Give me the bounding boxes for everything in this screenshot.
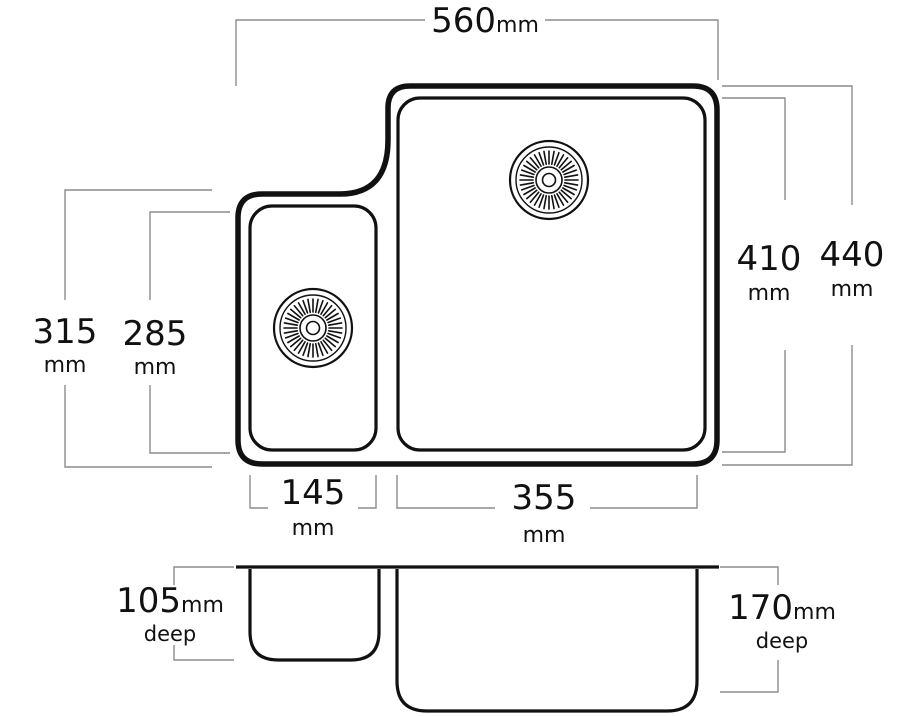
sink-outer-flange <box>235 83 720 467</box>
dimension-lines <box>64 19 853 693</box>
large-bowl-depth-label: 170mm <box>728 588 836 628</box>
large-bowl <box>396 96 707 452</box>
dimension-labels: 560mm 410 mm 440 mm 315 mm 285 mm 145 mm… <box>33 1 885 653</box>
large-bowl-length-line <box>722 97 786 453</box>
small-bowl <box>248 204 378 452</box>
strainer-waste-icon <box>508 139 590 221</box>
small-bowl-length-unit: mm <box>134 355 177 380</box>
overall-length-line <box>722 85 853 466</box>
large-bowl-width-value: 355 <box>512 478 577 518</box>
small-bowl-section <box>248 569 381 662</box>
sink-section-view <box>236 565 719 713</box>
small-bowl-length-value: 285 <box>123 314 188 354</box>
small-bowl-length-line <box>149 211 230 454</box>
small-bowl-width-value: 145 <box>281 473 346 513</box>
large-bowl-depth-note: deep <box>756 629 809 653</box>
overall-length-unit: mm <box>831 277 874 302</box>
small-bowl-outer-length-value: 315 <box>33 312 98 352</box>
strainer-waste-icon <box>272 287 354 369</box>
large-bowl-depth-line <box>720 566 779 693</box>
small-bowl-outer-length-line <box>64 189 212 468</box>
large-bowl-section <box>395 569 699 713</box>
sink-plan-view <box>235 83 720 467</box>
small-bowl-width-line <box>249 475 377 509</box>
large-bowl-width-line <box>396 475 698 509</box>
small-bowl-depth-line <box>173 566 234 661</box>
overall-width-line <box>235 19 719 86</box>
small-bowl-width-unit: mm <box>292 516 335 541</box>
small-bowl-depth-note: deep <box>144 622 197 646</box>
overall-width-label: 560mm <box>431 1 539 41</box>
small-bowl-depth-label: 105mm <box>116 581 224 621</box>
large-bowl-width-unit: mm <box>523 523 566 548</box>
large-bowl-length-unit: mm <box>748 281 791 306</box>
overall-length-value: 440 <box>820 235 885 275</box>
small-bowl-outer-length-unit: mm <box>44 353 87 378</box>
large-bowl-length-value: 410 <box>737 239 802 279</box>
